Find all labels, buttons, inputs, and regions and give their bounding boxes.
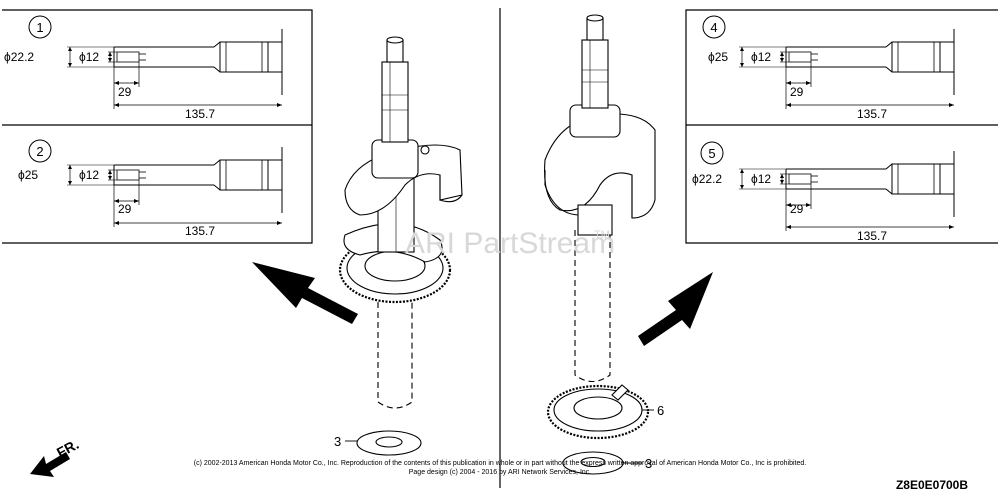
pointer-arrow-right xyxy=(638,272,713,346)
watermark-tm: TM xyxy=(594,229,610,241)
variant-number: 1 xyxy=(36,20,43,35)
watermark: ARI PartStream xyxy=(405,227,615,260)
variant-number-circle xyxy=(28,139,52,163)
variant-detail-5: 5 ϕ22.2 ϕ12 29 135.7 xyxy=(692,141,955,243)
variant-detail-2: 2 ϕ25 ϕ12 29 135.7 xyxy=(18,139,283,238)
variant-number-circle xyxy=(702,15,726,39)
variant-detail-4: 4 ϕ25 ϕ12 29 135.7 xyxy=(702,15,955,121)
variant-number-circle xyxy=(700,141,724,165)
washer-right xyxy=(562,451,624,475)
short-length: 29 xyxy=(118,202,132,216)
inner-diameter: ϕ12 xyxy=(751,50,771,64)
outer-diameter: ϕ25 xyxy=(18,168,38,182)
total-length: 135.7 xyxy=(857,229,887,243)
timing-gear-right xyxy=(546,384,650,440)
inset-box-right xyxy=(685,9,998,244)
inner-diameter: ϕ12 xyxy=(751,172,771,186)
crankshaft-left xyxy=(338,36,463,409)
copyright-line-2: Page design (c) 2004 - 2016 by ARI Netwo… xyxy=(408,469,592,476)
outer-diameter: ϕ22.2 xyxy=(692,172,722,186)
outer-diameter: ϕ22.2 xyxy=(4,50,34,64)
callout-gear-right: 6 xyxy=(657,403,664,418)
copyright-line-1: (c) 2002-2013 American Honda Motor Co., … xyxy=(193,460,807,467)
callout-washer-left: 3 xyxy=(334,434,341,449)
short-length: 29 xyxy=(118,85,132,99)
short-length: 29 xyxy=(790,85,804,99)
diagram-code: Z8E0E0700B xyxy=(896,478,968,492)
callout-washer-right: 3 xyxy=(645,456,652,471)
variant-number: 5 xyxy=(708,146,715,161)
total-length: 135.7 xyxy=(857,107,887,121)
inner-diameter: ϕ12 xyxy=(79,168,99,182)
inner-diameter: ϕ12 xyxy=(79,50,99,64)
variant-detail-1: 1 ϕ22.2 ϕ12 29 135.7 xyxy=(4,15,283,121)
total-length: 135.7 xyxy=(185,107,215,121)
washer-left xyxy=(356,430,422,456)
inset-box-left xyxy=(2,9,313,244)
variant-number-circle xyxy=(28,15,52,39)
outer-diameter: ϕ25 xyxy=(708,50,728,64)
variant-number: 2 xyxy=(36,144,43,159)
front-direction-indicator: FR. xyxy=(30,436,81,477)
variant-number: 4 xyxy=(710,20,717,35)
short-length: 29 xyxy=(790,202,804,216)
front-arrow-icon xyxy=(30,452,70,477)
pointer-arrow-left xyxy=(252,262,358,324)
crankshaft-right xyxy=(544,14,656,383)
total-length: 135.7 xyxy=(185,224,215,238)
